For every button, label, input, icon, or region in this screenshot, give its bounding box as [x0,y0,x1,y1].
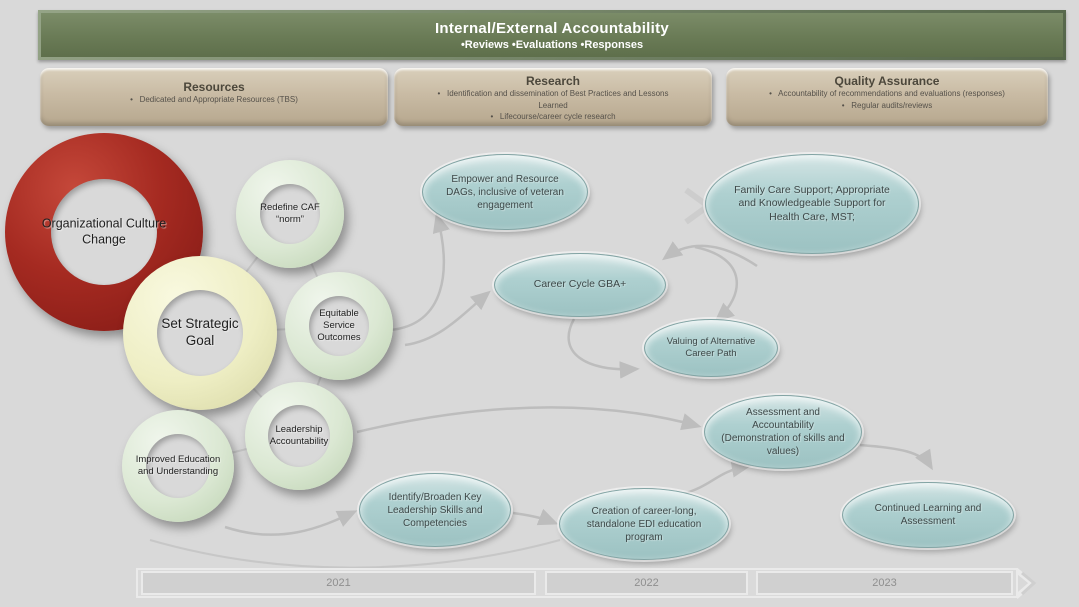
pillar-bullet: Identification and dissemination of Best… [428,88,678,110]
timeline-segment-2022: 2022 [545,571,748,595]
initiative-creation-edi-program: Creation of career-long, standalone EDI … [559,488,729,560]
initiative-continued-learning-assessment: Continued Learning and Assessment [842,482,1014,548]
pillar-resources: Resources Dedicated and Appropriate Reso… [40,68,388,126]
initiative-family-care-support: Family Care Support; Appropriate and Kno… [705,154,919,254]
pillar-bullet: Regular audits/reviews [726,100,1048,111]
goal-set-strategic-goal: Set Strategic Goal [123,256,277,410]
pillar-title: Quality Assurance [834,74,940,88]
banner-title: Internal/External Accountability [434,19,670,37]
donut-hole [260,184,320,244]
donut-hole [146,434,210,498]
initiative-valuing-alternative-career-path: Valuing of Alternative Career Path [644,319,778,377]
timeline-segment-2023: 2023 [756,571,1013,595]
accountability-banner-inner: Internal/External Accountability •Review… [41,13,1063,57]
pillar-bullet: Accountability of recommendations and ev… [726,88,1048,99]
goal-label: Redefine CAF “norm” [260,202,320,225]
goal-label: Leadership Accountability [269,424,329,447]
goal-improved-education-understanding: Improved Education and Understanding [122,410,234,522]
goal-redefine-caf-norm: Redefine CAF “norm” [236,160,344,268]
banner-subtitle: •Reviews •Evaluations •Responses [460,38,644,51]
goal-label: Set Strategic Goal [161,316,239,348]
goal-leadership-accountability: Leadership Accountability [245,382,353,490]
initiative-career-cycle-gba: Career Cycle GBA+ [494,253,666,317]
donut-hole [309,296,369,356]
donut-hole [268,405,330,467]
donut-hole [157,290,243,376]
accountability-banner: Internal/External Accountability •Review… [38,10,1066,60]
goal-label: Improved Education and Understanding [135,454,221,477]
donut-hole [51,179,157,285]
initiative-assessment-accountability: Assessment and Accountability (Demonstra… [704,395,862,469]
initiative-empower-resource-dags: Empower and Resource DAGs, inclusive of … [422,154,588,230]
pillar-bullet: Dedicated and Appropriate Resources (TBS… [40,94,388,105]
timeline-segment-2021: 2021 [141,571,536,595]
pillar-title: Research [525,74,581,88]
pillar-title: Resources [183,80,245,94]
goal-label: Organizational Culture Change [41,216,167,246]
goal-equitable-service-outcomes: Equitable Service Outcomes [285,272,393,380]
initiative-identify-broaden-leadership: Identify/Broaden Key Leadership Skills a… [359,473,511,547]
goal-label: Equitable Service Outcomes [317,308,361,343]
pillar-quality-assurance: Quality Assurance Accountability of reco… [726,68,1048,126]
pillar-bullet: Lifecourse/career cycle research [394,111,712,122]
pillar-research: Research Identification and disseminatio… [394,68,712,126]
